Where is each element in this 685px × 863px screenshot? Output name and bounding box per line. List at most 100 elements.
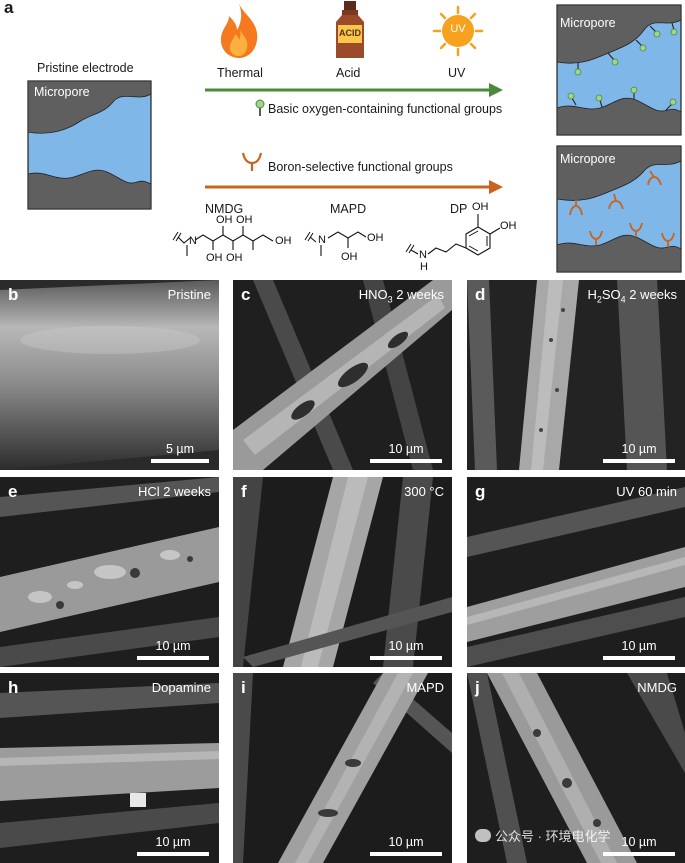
sem-panel-j-letter: j <box>475 678 480 697</box>
orange-arrow <box>205 180 503 194</box>
acid-bottle-text: ACID <box>339 28 361 38</box>
sem-panel-c-title-rest: 2 weeks <box>392 287 444 302</box>
pristine-micropore-label: Micropore <box>34 85 90 99</box>
sem-panel-e-title: HCl 2 weeks <box>138 484 211 499</box>
sem-panel-j-title: NMDG <box>637 680 677 695</box>
nmdg-atom-oh-4: OH <box>236 214 253 226</box>
sem-panel-h-title: Dopamine <box>151 680 211 695</box>
sun-icon <box>432 5 484 57</box>
boron-group-icon <box>241 152 263 171</box>
sem-panel-f-letter: f <box>241 482 247 501</box>
nmdg-structure: N OH OH OH OH OH <box>172 214 292 264</box>
mapd-atom-oh-1: OH <box>341 251 358 263</box>
molecule-name-nmdg: NMDG <box>205 202 244 216</box>
dp-structure: N H OH OH <box>405 201 517 273</box>
sem-panel-d-scale-bar <box>603 459 675 463</box>
sem-panel-d-title-mid: SO <box>601 287 621 302</box>
pristine-electrode-label: Pristine electrode <box>37 61 134 75</box>
sem-panel-e-scale-text: 10 µm <box>155 639 191 653</box>
molecule-name-dp: DP <box>450 202 468 216</box>
sem-panel-b-scale-bar <box>151 459 209 463</box>
sem-panel-h-scale-bar <box>137 852 209 856</box>
molecule-name-mapd: MAPD <box>330 202 367 216</box>
dp-atom-h: H <box>420 261 428 273</box>
sem-image-i <box>233 673 452 863</box>
sem-panel-i-scale-text: 10 µm <box>388 835 424 849</box>
sem-image-j <box>467 673 685 863</box>
sem-panel-g-scale-text: 10 µm <box>621 639 657 653</box>
sem-panel-f-title: 300 °C <box>404 484 444 499</box>
orange-arrow-label: Boron-selective functional groups <box>268 160 453 174</box>
wechat-icon <box>475 829 491 842</box>
sem-panel-d-title-main: H <box>587 287 597 302</box>
sem-panel-b-letter: b <box>8 285 19 304</box>
dp-atom-n: N <box>419 249 427 261</box>
sem-panel-e-scale-bar <box>137 656 209 660</box>
sem-panel-i-letter: i <box>241 678 246 697</box>
sem-image-d <box>467 280 685 470</box>
sem-panel-d-title-sub: 2 <box>596 294 602 305</box>
nmdg-atom-oh-5: OH <box>275 235 292 247</box>
sem-image-e <box>0 477 219 667</box>
sem-panel-i: i MAPD 10 µm <box>233 673 452 863</box>
sem-panel-d-title-sub2: 4 <box>620 294 626 305</box>
sem-panel-g-title: UV 60 min <box>616 484 677 499</box>
sem-panel-g-letter: g <box>475 482 486 501</box>
sem-image-b <box>0 280 219 470</box>
sem-panel-d-title-rest: 2 weeks <box>625 287 677 302</box>
sem-panel-e: e HCl 2 weeks 10 µm <box>0 477 219 667</box>
sem-panel-b-title: Pristine <box>167 287 211 302</box>
nmdg-atom-oh-3: OH <box>226 252 243 264</box>
sem-panel-j: j NMDG 10 µm <box>467 673 685 863</box>
sem-panel-b: b Pristine 5 µm <box>0 280 219 470</box>
sem-panel-c-scale-text: 10 µm <box>388 442 424 456</box>
sem-panel-i-title: MAPD <box>406 680 444 695</box>
sun-text: UV <box>450 23 466 35</box>
sem-panel-f: f 300 °C 10 µm <box>233 477 452 667</box>
sem-panel-c-letter: c <box>241 285 251 304</box>
treatment-label-uv: UV <box>448 66 466 80</box>
mapd-atom-oh-2: OH <box>367 232 384 244</box>
sem-panel-c: c HNO3 2 weeks 10 µm <box>233 280 452 470</box>
mapd-structure: N OH OH <box>304 231 384 263</box>
mapd-atom-n: N <box>318 234 326 246</box>
sem-panel-b-scale-text: 5 µm <box>165 442 195 456</box>
result-top-micropore-label: Micropore <box>560 16 616 30</box>
acid-bottle-icon <box>336 1 364 58</box>
sem-panel-f-scale-bar <box>370 656 442 660</box>
watermark: 公众号 · 环境电化学 <box>475 826 611 845</box>
sem-panel-g: g UV 60 min 10 µm <box>467 477 685 667</box>
sem-panel-i-scale-bar <box>370 852 442 856</box>
treatment-label-thermal: Thermal <box>217 66 263 80</box>
sem-panel-j-scale-bar <box>603 852 675 856</box>
pristine-electrode-diagram <box>27 80 152 210</box>
dp-atom-oh-1: OH <box>472 201 489 213</box>
oxygen-functionalized-diagram <box>556 4 682 136</box>
nmdg-atom-oh-1: OH <box>206 252 223 264</box>
sem-image-f <box>233 477 452 667</box>
boron-functionalized-diagram <box>556 145 682 273</box>
sem-panel-c-title-main: HNO <box>358 287 388 302</box>
sem-panel-c-scale-bar <box>370 459 442 463</box>
sem-panel-h-scale-text: 10 µm <box>155 835 191 849</box>
sem-panel-g-scale-bar <box>603 656 675 660</box>
sem-image-h <box>0 673 219 863</box>
result-bottom-micropore-label: Micropore <box>560 152 616 166</box>
sem-panel-c-title-sub: 3 <box>387 294 393 305</box>
green-arrow-label: Basic oxygen-containing functional group… <box>268 102 503 116</box>
nmdg-atom-oh-2: OH <box>216 214 233 226</box>
sem-panel-f-scale-text: 10 µm <box>388 639 424 653</box>
dp-atom-oh-2: OH <box>500 220 517 232</box>
sem-panel-d-letter: d <box>475 285 486 304</box>
treatment-label-acid: Acid <box>336 66 361 80</box>
sem-panel-h: h Dopamine 10 µm <box>0 673 219 863</box>
sem-image-c <box>233 280 452 470</box>
sem-image-g <box>467 477 685 667</box>
sem-panel-d-scale-text: 10 µm <box>621 442 657 456</box>
sem-panel-e-letter: e <box>8 482 18 501</box>
sem-panel-j-scale-text: 10 µm <box>621 835 657 849</box>
sem-panel-h-letter: h <box>8 678 19 697</box>
green-arrow <box>205 83 503 97</box>
sem-panel-d-title: H2SO4 2 weeks <box>587 287 677 305</box>
panel-a-letter: a <box>4 0 14 17</box>
